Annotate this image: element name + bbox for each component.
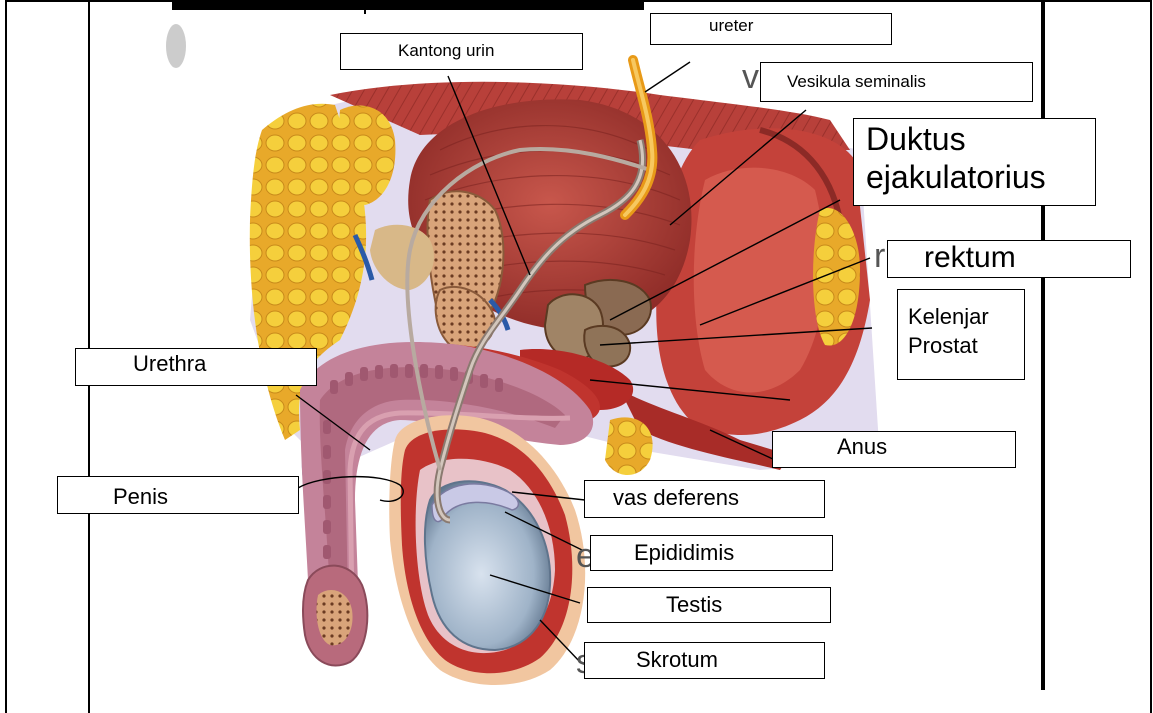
label-vas-deferens-text: vas deferens: [613, 485, 739, 510]
label-kantong-urin-text: Kantong urin: [398, 41, 494, 60]
label-penis: Penis: [57, 476, 299, 514]
label-vesikula-seminalis-text: Vesikula seminalis: [787, 72, 926, 91]
label-epididimis-text: Epididimis: [634, 540, 734, 565]
rectum-inner: [694, 168, 825, 393]
fat-tissue-perineum: [605, 417, 653, 475]
image-corner-smudge: [166, 24, 186, 68]
label-skrotum-text: Skrotum: [636, 647, 718, 672]
label-skrotum: Skrotum: [584, 642, 825, 679]
label-duktus-line2: ejakulatorius: [866, 159, 1095, 197]
label-penis-text: Penis: [113, 484, 168, 509]
label-kantong-urin: Kantong urin: [340, 33, 583, 70]
label-anus: Anus: [772, 431, 1016, 468]
label-urethra-text: Urethra: [133, 351, 206, 376]
label-vas-deferens: vas deferens: [584, 480, 825, 518]
underlying-letter-r: r: [874, 237, 885, 276]
label-duktus-ejakulatorius: Duktus ejakulatorius: [853, 118, 1096, 206]
label-ureter-text: ureter: [709, 16, 753, 35]
label-duktus-line1: Duktus: [866, 121, 1095, 159]
label-kelenjar-line1: Kelenjar: [908, 303, 1024, 332]
label-kelenjar-line2: Prostat: [908, 332, 1024, 361]
label-epididimis: Epididimis: [590, 535, 833, 571]
label-rektum-text: rektum: [924, 241, 1016, 274]
underlying-letter-v: v: [742, 58, 759, 97]
label-testis-text: Testis: [666, 592, 722, 617]
label-urethra: Urethra: [75, 348, 317, 386]
label-anus-text: Anus: [837, 434, 887, 459]
label-rektum: rektum: [887, 240, 1131, 278]
label-vesikula-seminalis: Vesikula seminalis: [760, 62, 1033, 102]
leader-ureter: [645, 62, 690, 92]
label-kelenjar-prostat: Kelenjar Prostat: [897, 289, 1025, 380]
label-ureter: ureter: [650, 13, 892, 45]
label-testis: Testis: [587, 587, 831, 623]
